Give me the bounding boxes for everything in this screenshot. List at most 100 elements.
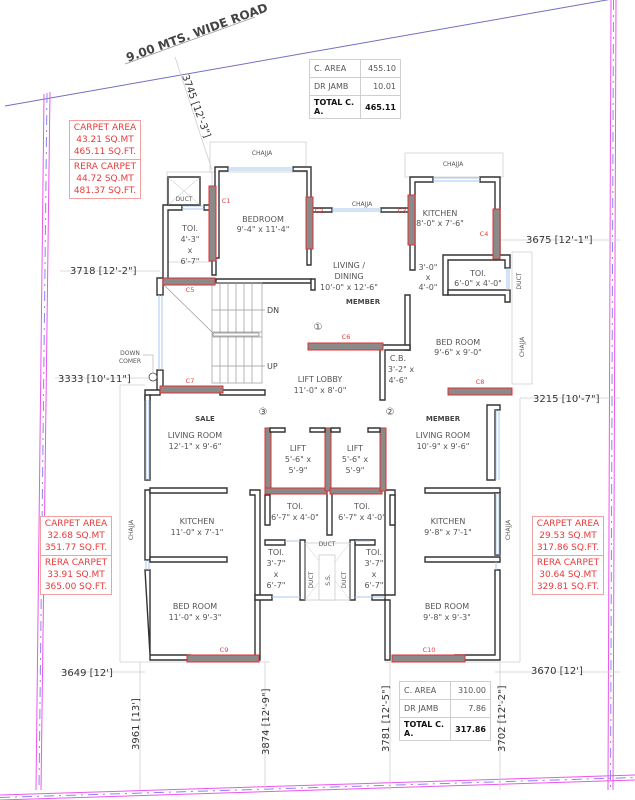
svg-text:C5: C5 <box>186 286 195 294</box>
room-labels: BEDROOM 9'-4" x 11'-4" TOI. 4'-3" x 6'-7… <box>168 209 502 622</box>
svg-text:x: x <box>426 273 431 282</box>
chajja-outlines <box>166 141 533 385</box>
svg-text:DUCT: DUCT <box>516 272 523 289</box>
svg-text:9'-6" x 9'-0": 9'-6" x 9'-0" <box>434 348 482 357</box>
room-bedroom1-size: 9'-4" x 11'-4" <box>237 225 290 234</box>
rera-carpet-label: RERA CARPET <box>73 162 137 172</box>
column-c5 <box>162 277 216 286</box>
svg-text:C4: C4 <box>480 230 489 238</box>
svg-text:3874 [12'-9"]: 3874 [12'-9"] <box>261 688 272 755</box>
svg-text:8'-0" x 7'-6": 8'-0" x 7'-6" <box>416 219 464 228</box>
svg-text:4'-3": 4'-3" <box>181 235 200 244</box>
svg-text:3675 [12'-1"]: 3675 [12'-1"] <box>526 235 593 246</box>
rera-carpet-sqmt: 33.91 SQ.MT <box>47 570 105 580</box>
column-c1 <box>208 185 217 262</box>
svg-text:LIFT LOBBY: LIFT LOBBY <box>298 375 343 384</box>
svg-text:TOI.: TOI. <box>181 224 198 233</box>
svg-text:6'-7" x 4'-0": 6'-7" x 4'-0" <box>271 513 319 522</box>
rera-carpet-sqmt: 30.64 SQ.MT <box>539 570 597 580</box>
svg-text:DINING: DINING <box>334 272 363 281</box>
column-c2 <box>305 196 314 250</box>
svg-text:3649 [12']: 3649 [12'] <box>61 668 113 679</box>
area-box-flat3: CARPET AREA 32.68 SQ.MT 351.77 SQ.FT. RE… <box>40 516 112 595</box>
rera-carpet-sqft: 329.81 SQ.FT. <box>536 582 600 592</box>
rera-carpet-label: RERA CARPET <box>44 558 108 568</box>
svg-text:C8: C8 <box>476 378 485 386</box>
svg-text:TOI.: TOI. <box>286 502 303 511</box>
svg-text:9'-8" x 9'-3": 9'-8" x 9'-3" <box>423 613 471 622</box>
road-label: 9.00 MTS. WIDE ROAD <box>124 0 269 64</box>
svg-text:CHAJJA: CHAJJA <box>252 150 273 157</box>
svg-text:3702 [12'-2"]: 3702 [12'-2"] <box>497 685 508 752</box>
svg-text:CHAJJA: CHAJJA <box>519 336 526 357</box>
area-box-flat2: CARPET AREA 29.53 SQ.MT 317.86 SQ.FT. RE… <box>532 516 604 595</box>
column-c10 <box>391 654 466 663</box>
column-c4 <box>492 208 501 260</box>
down-comer-label-1: DOWN <box>120 350 140 357</box>
carpet-area-sqmt: 32.68 SQ.MT <box>47 531 105 541</box>
area-box-flat1: CARPET AREA 43.21 SQ.MT 465.11 SQ.FT. RE… <box>69 120 141 199</box>
room-bedroom1-name: BEDROOM <box>242 215 284 224</box>
svg-text:3670 [12']: 3670 [12'] <box>531 666 583 677</box>
svg-text:11'-0" x 8'-0": 11'-0" x 8'-0" <box>294 386 347 395</box>
svg-text:TOI.: TOI. <box>365 548 382 557</box>
column-c7 <box>159 385 224 394</box>
svg-text:3215 [10'-7"]: 3215 [10'-7"] <box>533 394 600 405</box>
svg-text:11'-0" x 9'-3": 11'-0" x 9'-3" <box>169 613 222 622</box>
svg-text:9'-8" x 7'-1": 9'-8" x 7'-1" <box>424 528 472 537</box>
stair-dn-label: DN <box>267 306 279 315</box>
down-comer-label-2: COMER <box>119 358 141 365</box>
svg-text:C9: C9 <box>220 646 229 654</box>
svg-text:x: x <box>372 570 377 579</box>
svg-text:DUCT: DUCT <box>176 196 193 203</box>
column-c9 <box>186 654 260 663</box>
svg-text:CHAJJA: CHAJJA <box>443 161 464 168</box>
stair-left-wall: DOWN COMER <box>119 277 164 391</box>
svg-text:3961 [13']: 3961 [13'] <box>131 698 142 750</box>
svg-text:3'-2" x: 3'-2" x <box>388 365 414 374</box>
sale-tag-flat3: SALE <box>195 415 215 423</box>
carpet-area-label: CARPET AREA <box>536 519 600 529</box>
svg-text:DUCT: DUCT <box>341 571 348 588</box>
svg-text:C1: C1 <box>222 197 231 205</box>
lift-shafts <box>264 427 387 495</box>
svg-text:3'-7": 3'-7" <box>267 559 286 568</box>
svg-text:KITCHEN: KITCHEN <box>423 209 458 218</box>
svg-text:C6: C6 <box>342 333 351 341</box>
svg-text:TOI.: TOI. <box>469 269 486 278</box>
svg-text:CHAJJA: CHAJJA <box>505 519 512 540</box>
column-labels: C1 C2 C3 C4 C5 C6 C7 C8 C9 C10 <box>186 197 489 654</box>
rera-carpet-label: RERA CARPET <box>536 558 600 568</box>
stair-up-label: UP <box>267 362 278 371</box>
svg-text:6'-7": 6'-7" <box>267 581 286 590</box>
member-tag-flat2: MEMBER <box>426 415 461 423</box>
table-row-total: TOTAL C. A.317.86 <box>398 717 491 741</box>
svg-text:4'-0": 4'-0" <box>419 283 438 292</box>
svg-text:LIVING /: LIVING / <box>333 261 365 270</box>
svg-text:BED ROOM: BED ROOM <box>173 602 217 611</box>
central-duct <box>272 540 385 601</box>
svg-text:3781 [12'-5"]: 3781 [12'-5"] <box>381 685 392 752</box>
svg-text:5'-6" x: 5'-6" x <box>285 455 311 464</box>
rera-carpet-sqmt: 44.72 SQ.MT <box>76 174 134 184</box>
svg-text:6'-7": 6'-7" <box>365 581 384 590</box>
svg-text:CHAJJA: CHAJJA <box>128 519 135 540</box>
svg-text:11'-0" x 7'-1": 11'-0" x 7'-1" <box>171 528 224 537</box>
svg-text:DUCT: DUCT <box>308 571 315 588</box>
road-label-underline <box>124 16 256 65</box>
svg-text:6'-7" x 4'-0": 6'-7" x 4'-0" <box>338 513 386 522</box>
table-row-total: TOTAL C. A.465.11 <box>308 95 401 119</box>
svg-text:3'-0": 3'-0" <box>419 263 438 272</box>
svg-text:C7: C7 <box>186 377 195 385</box>
dimension-lines <box>55 56 620 790</box>
svg-text:LIFT: LIFT <box>347 444 363 453</box>
svg-text:CHAJJA: CHAJJA <box>352 201 373 208</box>
svg-text:TOI.: TOI. <box>267 548 284 557</box>
